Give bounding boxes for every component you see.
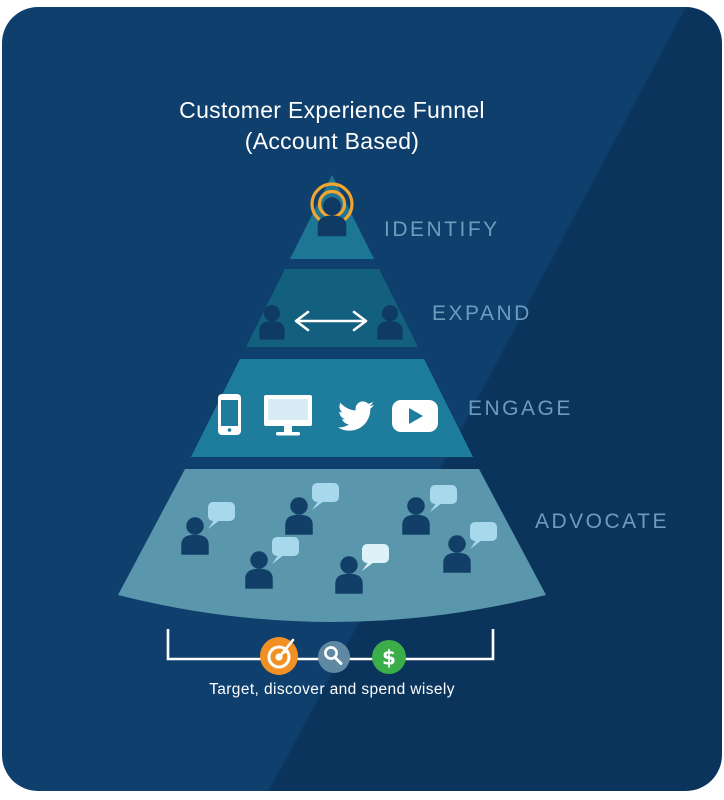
title-line1: Customer Experience Funnel: [179, 97, 485, 123]
tier-engage-shape: [191, 359, 473, 457]
tier-label-identify: IDENTIFY: [384, 218, 500, 241]
twitter-bird-icon: [338, 401, 374, 431]
tier-label-advocate: ADVOCATE: [535, 510, 669, 533]
tier-label-expand: EXPAND: [432, 302, 532, 325]
dollar-icon: $: [372, 640, 406, 674]
footer-caption: Target, discover and spend wisely: [209, 681, 455, 698]
background-card: Customer Experience Funnel (Account Base…: [2, 7, 722, 791]
page-title: Customer Experience Funnel (Account Base…: [2, 95, 662, 157]
tier-label-engage: ENGAGE: [468, 397, 573, 420]
magnifier-icon: [318, 641, 350, 673]
funnel-graphic: $: [118, 175, 546, 675]
broadcast-person-icon: [310, 182, 354, 237]
youtube-play-icon: [392, 400, 438, 432]
title-line2: (Account Based): [244, 128, 420, 155]
smartphone-icon: [218, 394, 241, 435]
monitor-icon: [264, 395, 312, 436]
dollar-glyph: $: [382, 646, 396, 670]
tier-identify-shape: [290, 175, 374, 259]
tier-advocate-shape: [118, 469, 546, 622]
people-exchange-arrow-icon: [259, 305, 403, 340]
tier-expand-shape: [246, 269, 418, 347]
target-dart-icon: [260, 637, 298, 675]
